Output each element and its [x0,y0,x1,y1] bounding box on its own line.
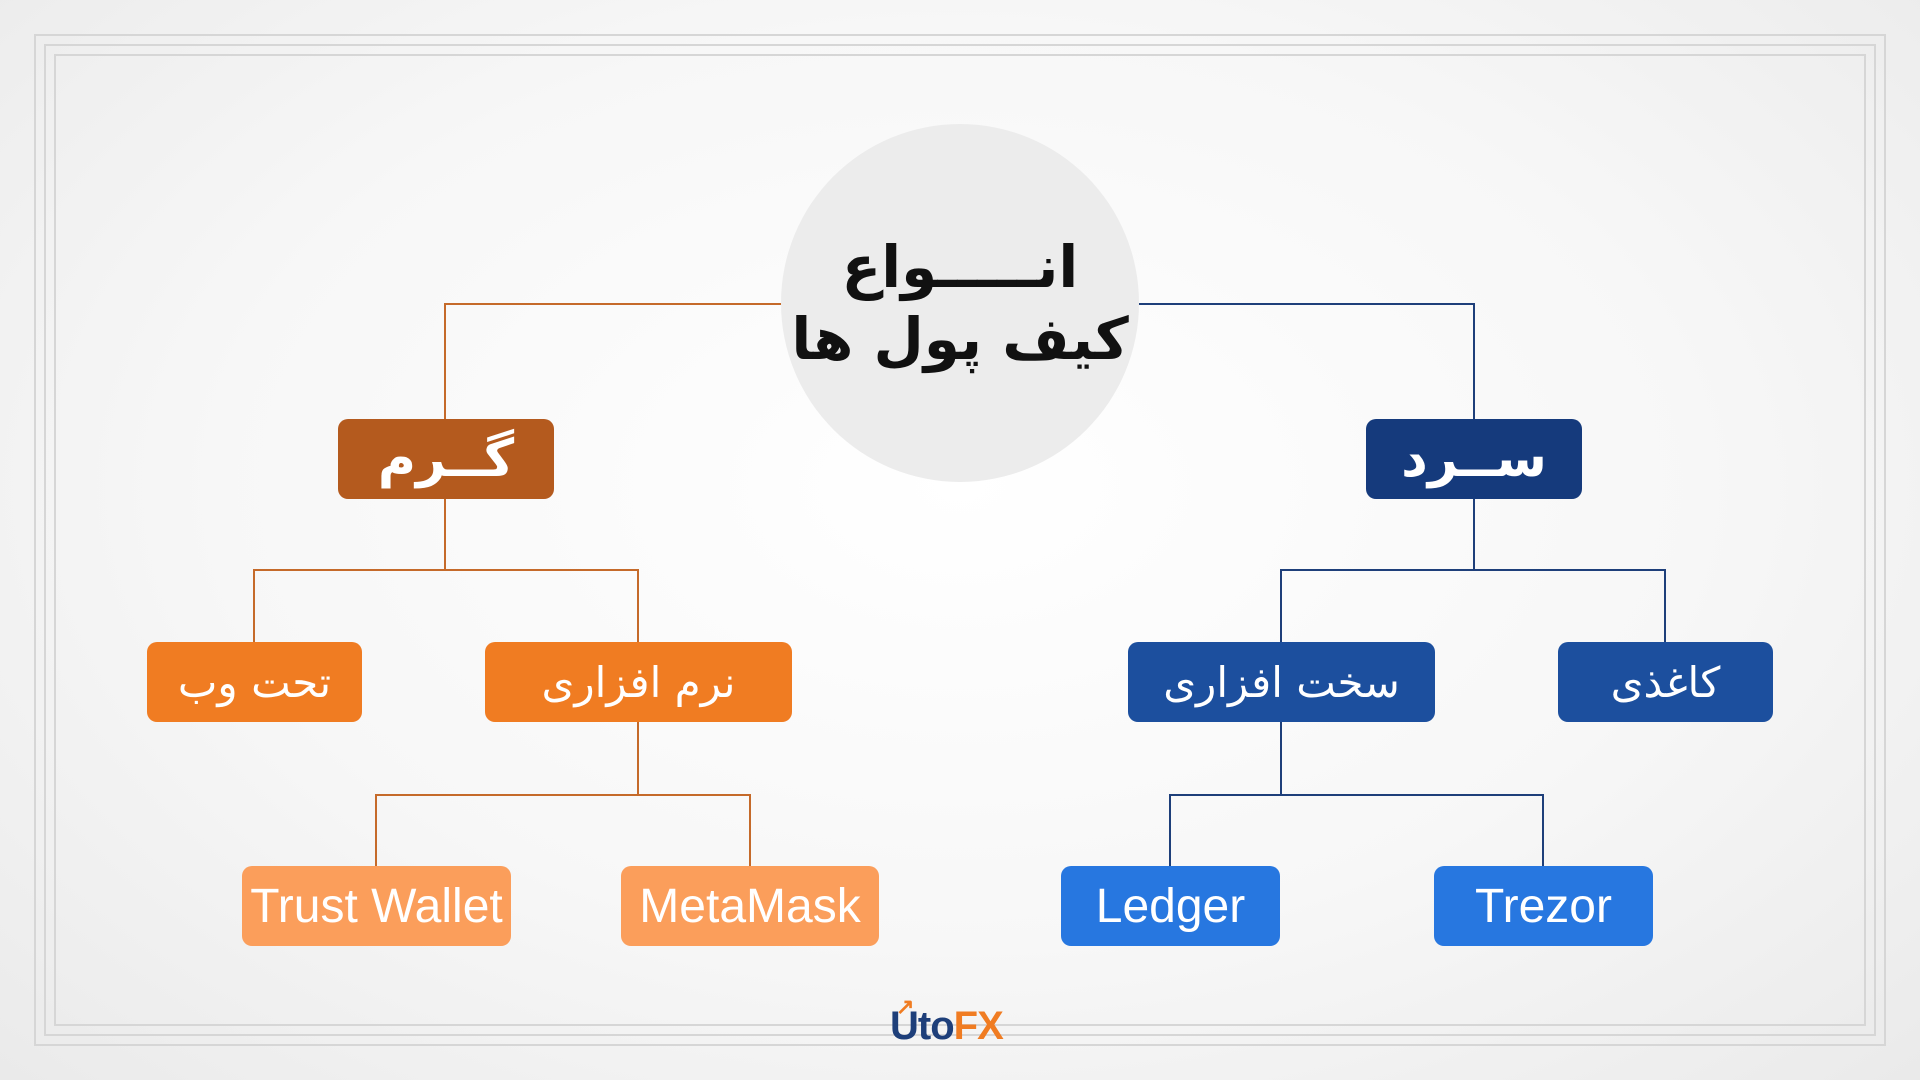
utofx-logo: ↗ Uto FX [890,994,1030,1050]
node-hardware-wallet: سخت افزاری [1128,642,1435,722]
node-ledger: Ledger [1061,866,1280,946]
node-paper-wallet: کاغذی [1558,642,1773,722]
title-circle: انـــــواع کیف پول ها [781,124,1139,482]
rising-arrow-icon: ↗ [896,994,914,1019]
logo-text-fx: FX [953,1003,1004,1048]
connector-warm-split [253,569,639,642]
title-line-1: انـــــواع [841,232,1079,301]
logo-text-uto: Uto [890,1003,955,1048]
warm-connectors [253,303,781,866]
node-warm: گــرم [338,419,554,499]
node-metamask: MetaMask [621,866,879,946]
connector-hardware-split [1169,794,1544,866]
connector-title-to-warm [444,303,781,419]
connector-software-split [375,794,751,866]
node-cold: ســرد [1366,419,1582,499]
connector-cold-split [1280,569,1666,642]
connector-title-to-cold [1139,303,1475,419]
node-web-wallet: تحت وب [147,642,362,722]
cold-connectors [1139,303,1666,866]
node-trust-wallet: Trust Wallet [242,866,511,946]
title-line-2: کیف پول ها [791,305,1129,373]
node-software-wallet: نرم افزاری [485,642,792,722]
node-trezor: Trezor [1434,866,1653,946]
